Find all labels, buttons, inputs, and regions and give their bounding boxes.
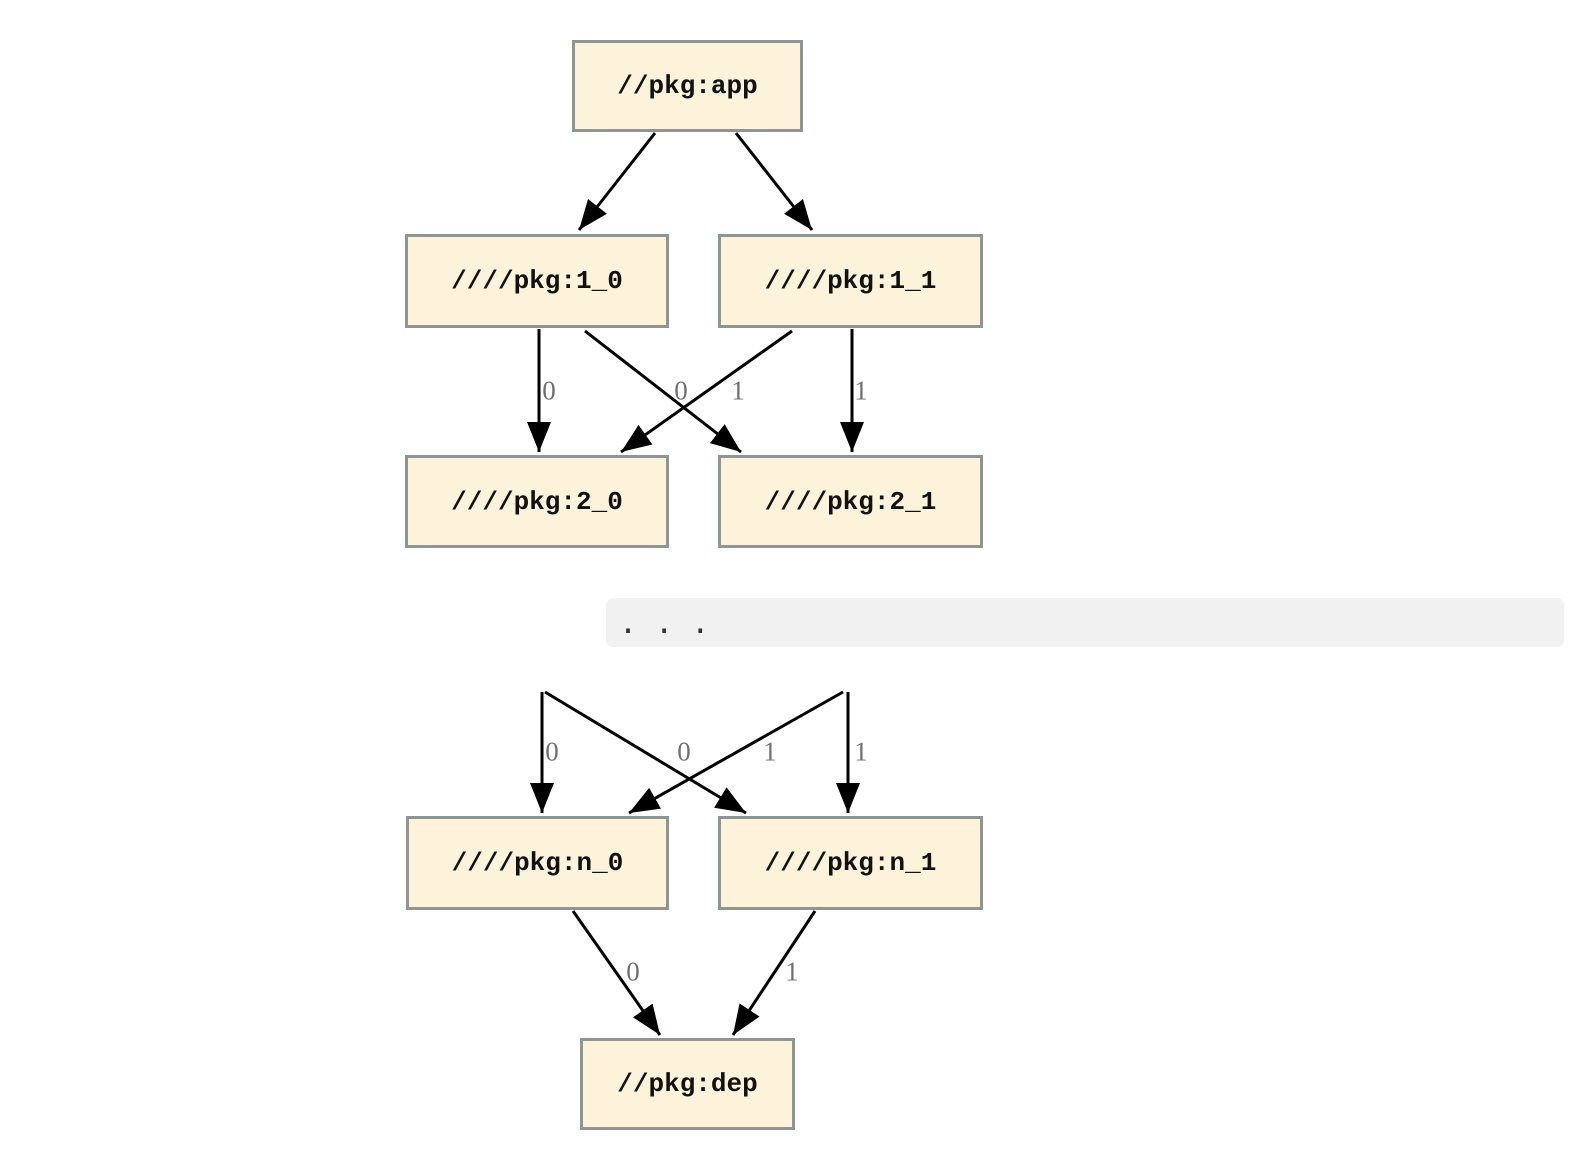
edge-hidden_1-to-n_0	[628, 690, 844, 815]
edge-1_1-to-2_0	[620, 329, 793, 454]
graph-node-2_1: ////pkg:2_1	[718, 455, 983, 548]
edge-label-1_0-to-2_0: 0	[542, 375, 556, 406]
ellipsis-separator: . . .	[606, 598, 1564, 647]
edge-label-hidden_1-to-n_0: 1	[763, 736, 777, 767]
ellipsis-dots: . . .	[619, 606, 710, 641]
graph-node-2_0: ////pkg:2_0	[405, 455, 669, 548]
edge-label-hidden_0-to-n_1: 0	[677, 736, 691, 767]
edge-hidden_0-to-n_1	[544, 690, 747, 815]
graph-node-n_0: ////pkg:n_0	[406, 816, 669, 910]
graph-node-1_0: ////pkg:1_0	[405, 234, 669, 328]
edge-label-1_0-to-2_1: 0	[674, 375, 688, 406]
edge-label-n_0-to-dep: 0	[626, 956, 640, 987]
edge-label-1_1-to-2_1: 1	[854, 375, 868, 406]
graph-node-dep: //pkg:dep	[580, 1038, 795, 1130]
edge-label-1_1-to-2_0: 1	[731, 375, 745, 406]
graph-node-1_1: ////pkg:1_1	[718, 234, 983, 328]
graph-node-app: //pkg:app	[572, 40, 803, 132]
edge-n_0-to-dep	[571, 910, 662, 1036]
graph-node-n_1: ////pkg:n_1	[718, 816, 983, 910]
edge-label-n_1-to-dep: 1	[785, 956, 799, 987]
edge-app-to-1_1	[734, 132, 814, 231]
edge-n_1-to-dep	[731, 910, 817, 1036]
edge-1_0-to-2_1	[584, 329, 742, 454]
edge-app-to-1_0	[577, 132, 657, 231]
edge-label-hidden_1-to-n_1: 1	[854, 736, 868, 767]
edge-label-hidden_0-to-n_0: 0	[545, 736, 559, 767]
